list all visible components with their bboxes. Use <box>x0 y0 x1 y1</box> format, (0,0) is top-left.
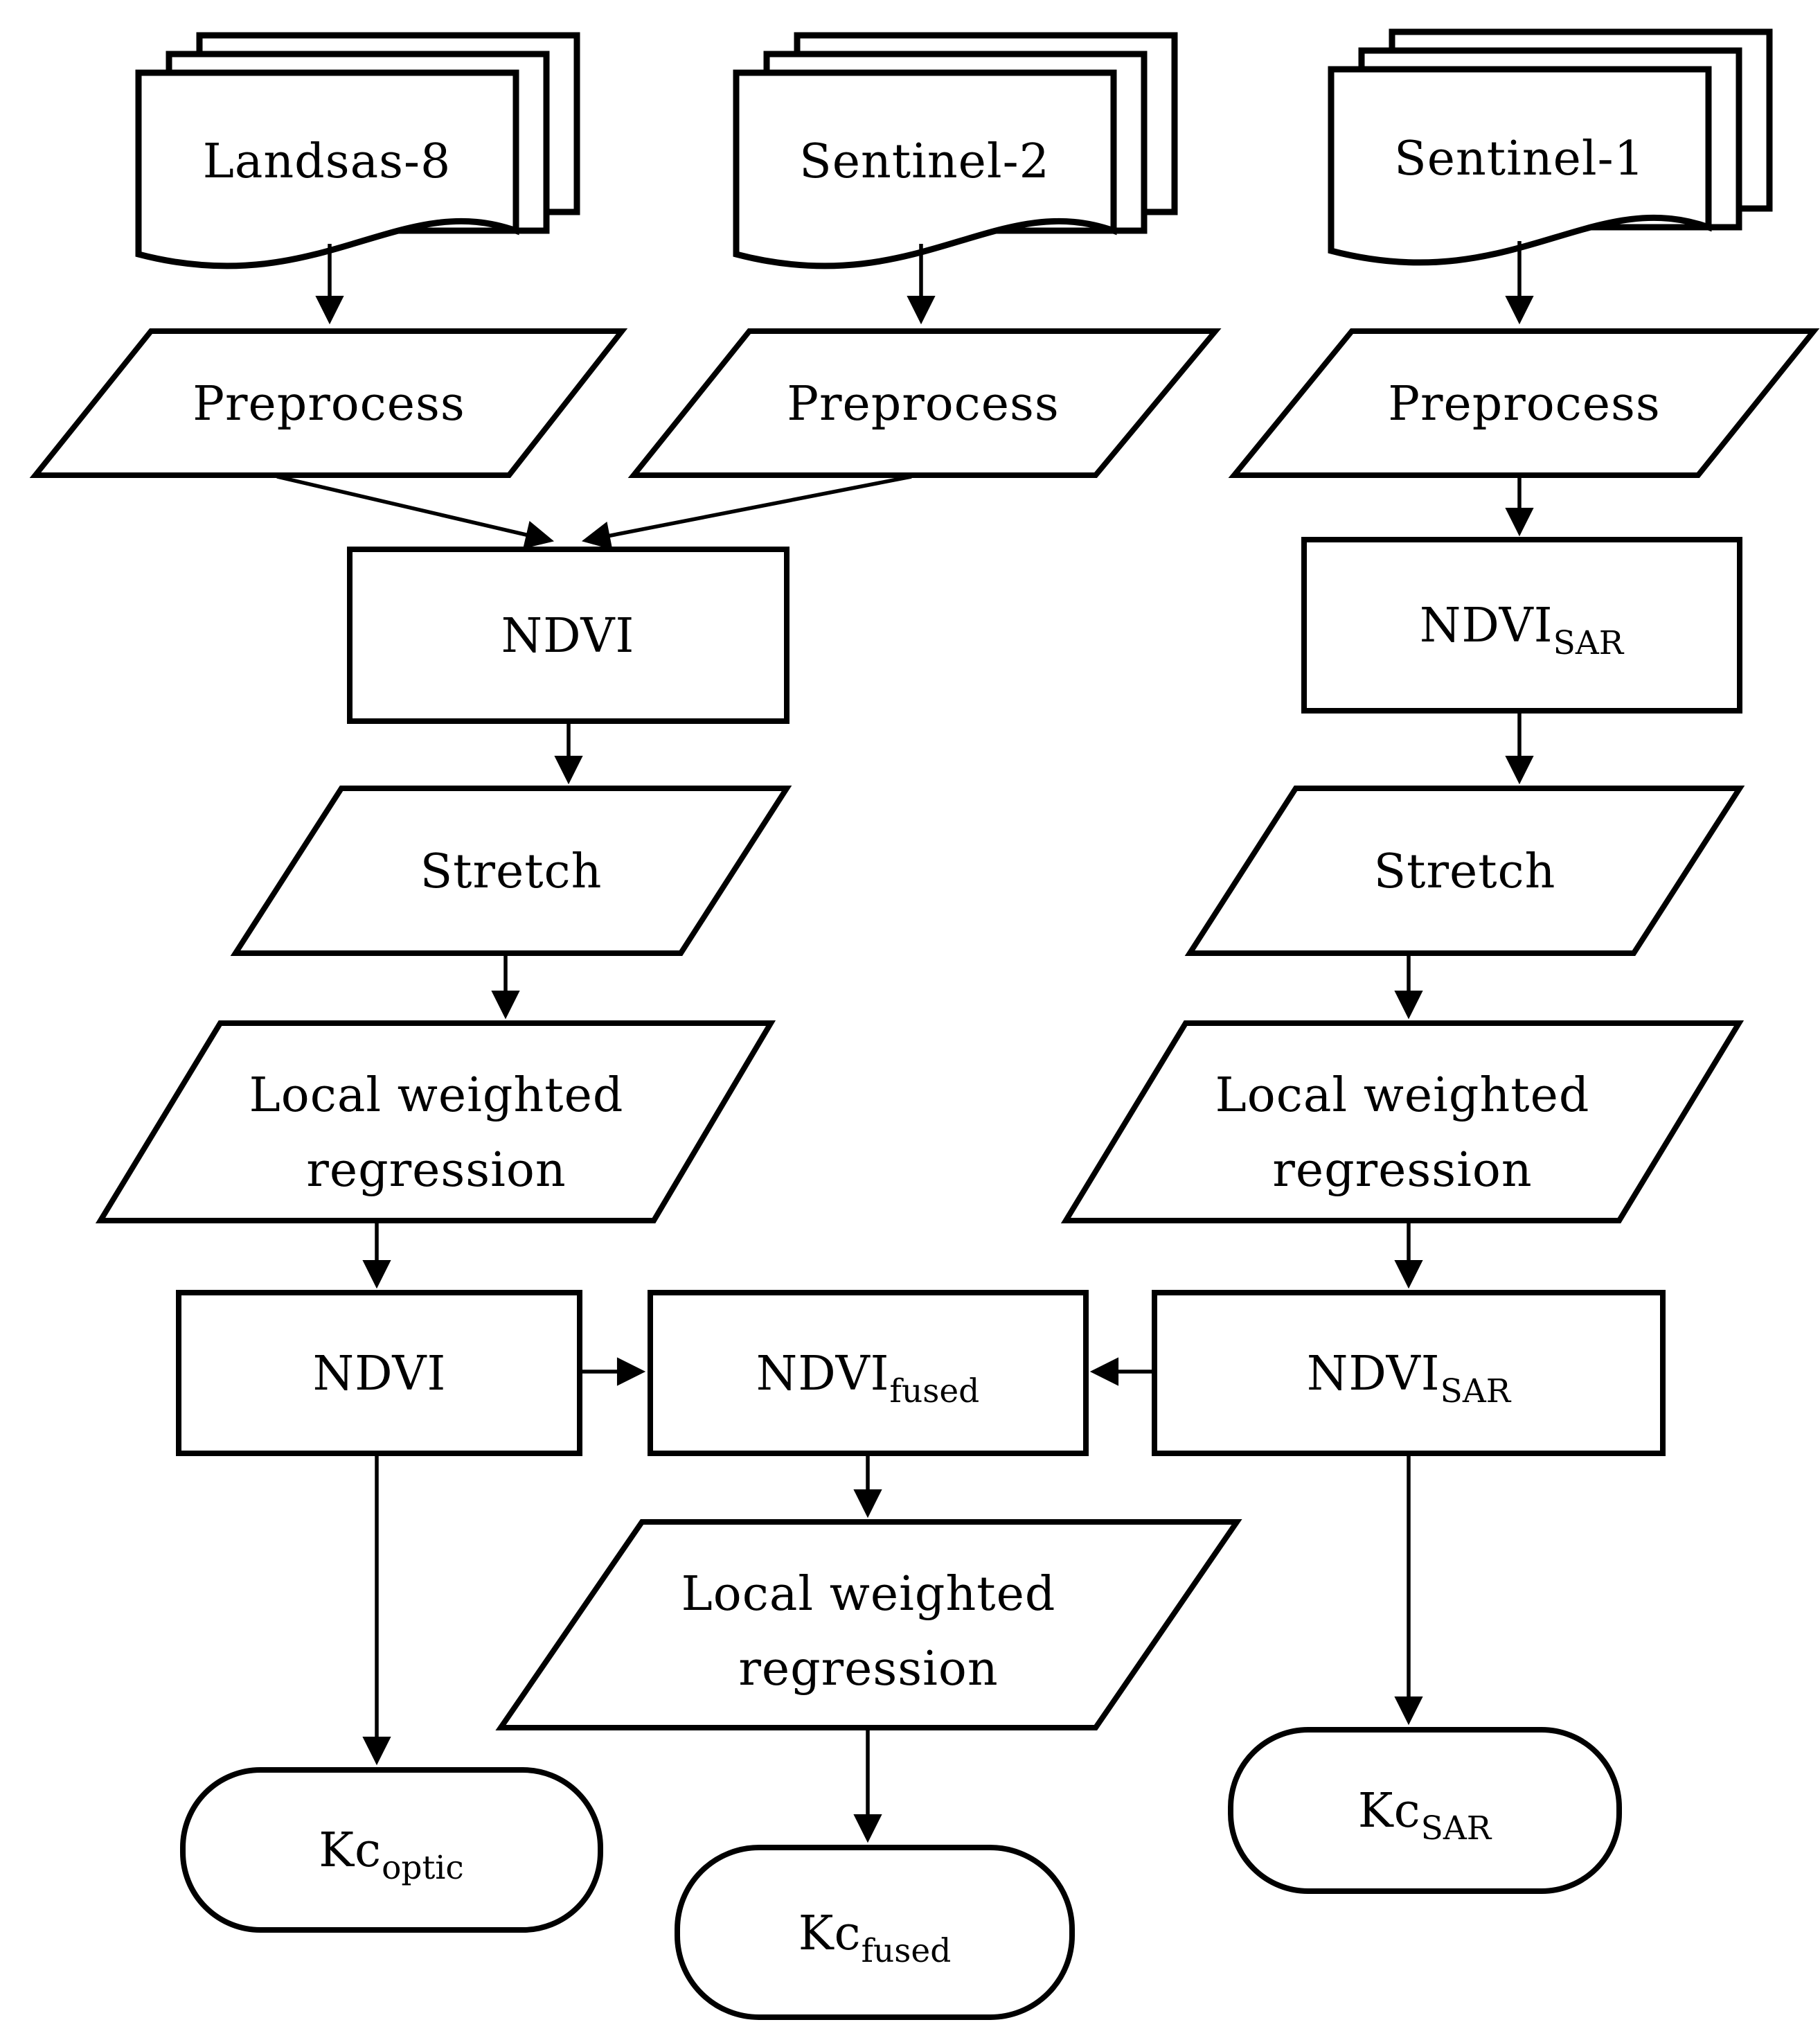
ndvi-sar-label-sub: SAR <box>1553 624 1625 662</box>
ndvi-optic-node: NDVI <box>347 547 789 724</box>
preprocess-sentinel2-node: Preprocess <box>627 328 1222 478</box>
sentinel2-label: Sentinel-2 <box>799 134 1050 189</box>
lwr-optic-node: Local weighted regression <box>95 1020 776 1223</box>
edge-preprocess-sentinel2-to-ndvi <box>581 475 912 550</box>
sentinel1-docs-node: Sentinel-1 <box>1328 28 1773 266</box>
landsat8-label: Landsas-8 <box>203 134 452 189</box>
lwr-sar-shape <box>1060 1020 1745 1223</box>
ndvi-fused-label-main: NDVI <box>756 1347 890 1401</box>
ndvi-sar-out-label: NDVISAR <box>1307 1347 1512 1410</box>
ndvi-fused-node: NDVIfused <box>648 1290 1089 1456</box>
lwr-fused-label-line1: Local weighted <box>681 1567 1056 1622</box>
preprocess-landsat-label: Preprocess <box>193 377 465 432</box>
preprocess-sentinel1-shape <box>1228 328 1820 478</box>
lwr-optic-label-line1: Local weighted <box>249 1068 624 1123</box>
ndvi-fused-shape <box>648 1290 1089 1456</box>
stretch-sar-node: Stretch <box>1184 786 1745 956</box>
kc-fused-label-main: Kc <box>799 1906 862 1961</box>
ndvi-sar-out-node: NDVISAR <box>1152 1290 1666 1456</box>
lwr-optic-label-line2: regression <box>306 1143 566 1198</box>
ndvi-optic-out-shape <box>176 1290 582 1456</box>
kc-optic-node: Kcoptic <box>180 1767 603 1933</box>
stretch-optic-shape <box>230 786 792 956</box>
preprocess-sentinel2-label: Preprocess <box>787 377 1060 432</box>
lwr-sar-label-line2: regression <box>1272 1143 1532 1198</box>
edge-preprocess-landsat-to-ndvi <box>276 475 555 549</box>
ndvi-optic-out-label: NDVI <box>313 1347 447 1401</box>
ndvi-sar-label-main: NDVI <box>1420 599 1553 653</box>
ndvi-optic-label: NDVI <box>501 609 635 664</box>
stretch-optic-node: Stretch <box>230 786 792 956</box>
ndvi-fused-label: NDVIfused <box>756 1347 979 1410</box>
ndvi-sar-node: NDVISAR <box>1301 537 1742 714</box>
kc-optic-label-main: Kc <box>319 1823 382 1878</box>
lwr-optic-shape <box>95 1020 776 1223</box>
ndvi-sar-out-label-main: NDVI <box>1307 1347 1440 1401</box>
ndvi-sar-out-shape <box>1152 1290 1666 1456</box>
kc-sar-label-main: Kc <box>1358 1784 1421 1838</box>
kc-sar-label: KcSAR <box>1358 1784 1492 1848</box>
edges-layer <box>276 241 1534 1843</box>
stretch-optic-label: Stretch <box>420 844 603 899</box>
ndvi-sar-shape <box>1301 537 1742 714</box>
kc-fused-node: Kcfused <box>675 1845 1075 2020</box>
ndvi-fused-label-sub: fused <box>890 1372 980 1410</box>
kc-fused-shape <box>675 1845 1075 2020</box>
kc-optic-label: Kcoptic <box>319 1823 464 1887</box>
kc-optic-shape <box>180 1767 603 1933</box>
kc-fused-label: Kcfused <box>799 1906 952 1970</box>
preprocess-landsat-node: Preprocess <box>29 328 628 478</box>
stretch-sar-label: Stretch <box>1374 844 1556 899</box>
sentinel2-doc-front-shape <box>733 69 1117 269</box>
kc-sar-label-sub: SAR <box>1421 1809 1492 1848</box>
sentinel1-doc-front-shape <box>1328 66 1712 266</box>
sentinel1-label: Sentinel-1 <box>1394 132 1645 186</box>
lwr-fused-shape <box>495 1519 1242 1730</box>
lwr-sar-node: Local weighted regression <box>1060 1020 1745 1223</box>
stretch-sar-shape <box>1184 786 1745 956</box>
lwr-fused-node: Local weighted regression <box>495 1519 1242 1730</box>
sentinel2-docs-node: Sentinel-2 <box>733 32 1178 269</box>
ndvi-optic-out-node: NDVI <box>176 1290 582 1456</box>
lwr-fused-label-line2: regression <box>738 1642 998 1696</box>
preprocess-landsat-shape <box>29 328 628 478</box>
landsat8-doc-front-shape <box>135 69 519 269</box>
lwr-sar-label-line1: Local weighted <box>1215 1068 1590 1123</box>
ndvi-optic-shape <box>347 547 789 724</box>
preprocess-sentinel1-label: Preprocess <box>1388 377 1661 432</box>
kc-optic-label-sub: optic <box>382 1849 464 1887</box>
landsat8-docs-node: Landsas-8 <box>135 32 580 269</box>
kc-fused-label-sub: fused <box>862 1932 952 1970</box>
kc-sar-node: KcSAR <box>1228 1727 1622 1894</box>
preprocess-sentinel2-shape <box>627 328 1222 478</box>
kc-sar-shape <box>1228 1727 1622 1894</box>
preprocess-sentinel1-node: Preprocess <box>1228 328 1820 478</box>
ndvi-sar-label: NDVISAR <box>1420 599 1625 662</box>
ndvi-sar-out-label-sub: SAR <box>1440 1372 1512 1410</box>
